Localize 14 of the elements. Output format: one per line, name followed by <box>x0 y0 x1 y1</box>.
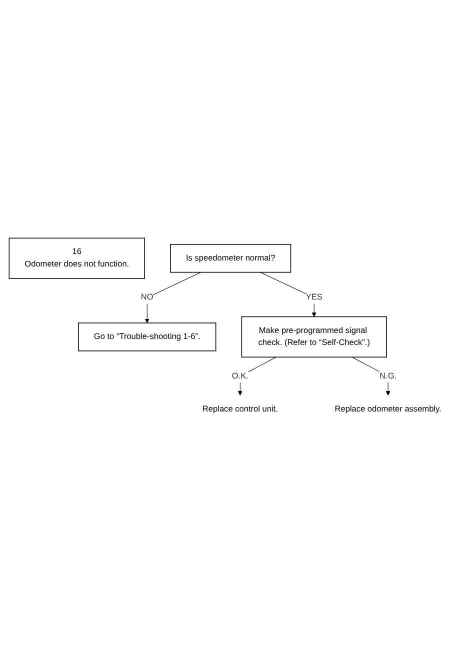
node-box: Go to “Trouble-shooting 1-6”. <box>78 322 216 352</box>
node-box: 16 Odometer does not function. <box>8 238 145 279</box>
arrow <box>144 272 202 323</box>
arrow <box>260 272 316 317</box>
node-text: Replace odometer assembly. <box>334 404 442 414</box>
edge-label: O.K. <box>232 371 248 380</box>
arrow <box>352 356 390 396</box>
node-box: Is speedometer normal? <box>170 244 292 272</box>
edge-label: NO <box>140 292 154 302</box>
node-box: Make pre-programmed signal check. (Refer to “Self-Check”.) <box>241 316 387 358</box>
edge-label: N.G. <box>380 371 397 380</box>
arrow <box>238 356 276 396</box>
edge-label: YES <box>306 292 322 302</box>
node-text: Replace control unit. <box>202 404 278 414</box>
